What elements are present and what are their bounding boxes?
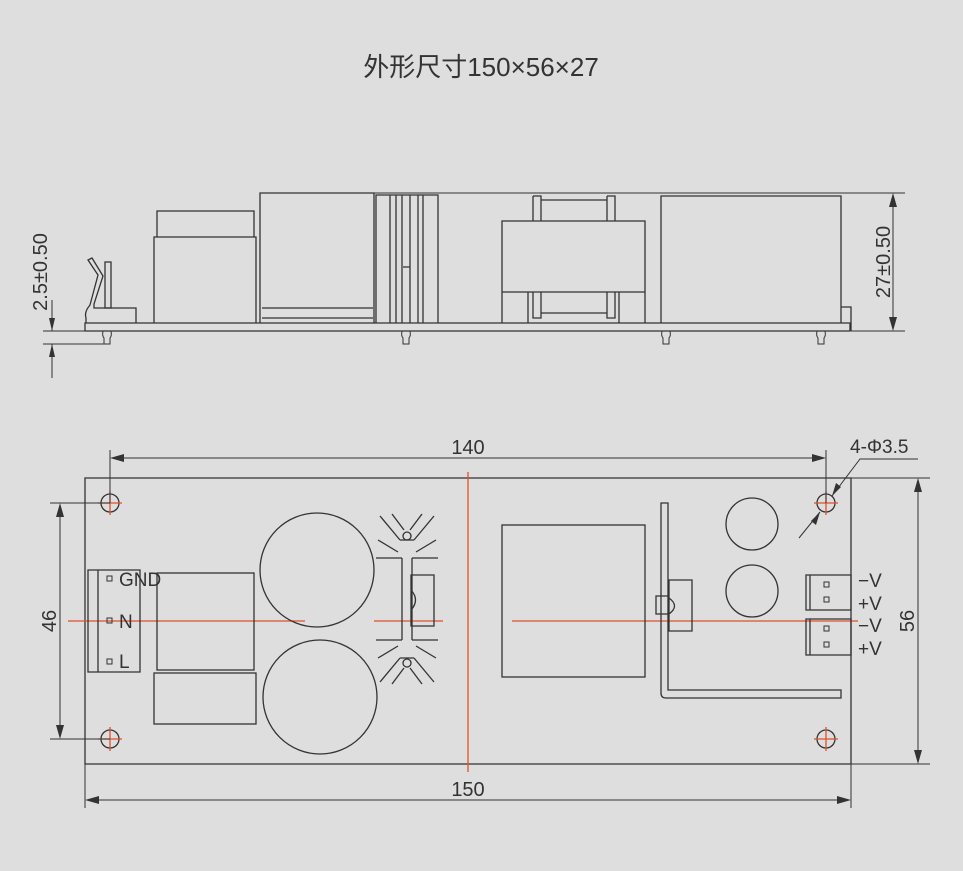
output-label: +V <box>858 639 882 660</box>
l-bracket-heatsink <box>660 502 842 699</box>
transformer <box>501 524 646 678</box>
side-view: 27±0.50 2.5±0.50 <box>30 192 905 378</box>
dim-140-label: 140 <box>451 437 484 459</box>
output-label: −V <box>858 571 882 592</box>
hole-spec-label: 4-Φ3.5 <box>850 437 908 458</box>
dim-46-label: 46 <box>39 610 61 632</box>
output-capacitor <box>725 564 779 618</box>
side-terminal <box>84 257 137 323</box>
pin-dimension: 2.5±0.50 <box>30 233 110 378</box>
heatsink <box>376 513 438 685</box>
centerlines <box>68 472 858 772</box>
output-capacitor <box>725 497 779 551</box>
input-capacitor <box>259 512 375 628</box>
drawing-title: 外形尺寸150×56×27 <box>363 52 599 82</box>
dim-150-label: 150 <box>451 779 484 801</box>
hole-callout: 4-Φ3.5 <box>798 437 918 539</box>
output-rectifier <box>655 579 693 632</box>
dim-56-label: 56 <box>897 610 919 632</box>
side-heatsink <box>375 194 439 323</box>
filter-component <box>153 672 257 725</box>
height-dim-label: 27±0.50 <box>873 226 895 298</box>
side-filter-choke <box>153 210 257 323</box>
height-dimension: 27±0.50 <box>260 192 905 332</box>
dimension-56: 56 <box>851 477 930 765</box>
top-view: GND N L −V +V −V <box>39 437 930 808</box>
side-pcb <box>84 322 851 332</box>
side-transformer <box>501 195 646 323</box>
terminal-label-gnd: GND <box>119 570 161 591</box>
dimension-46: 46 <box>39 502 110 740</box>
filter-choke <box>156 572 255 671</box>
output-terminal-block: −V +V −V +V <box>805 571 882 660</box>
input-terminal-block: GND N L <box>87 569 161 673</box>
dimension-140: 140 <box>109 437 827 503</box>
output-label: +V <box>858 594 882 615</box>
pin-dim-label: 2.5±0.50 <box>30 233 52 311</box>
dimension-150: 150 <box>84 764 852 808</box>
side-output-capacitor <box>660 195 852 331</box>
terminal-label-n: N <box>119 612 133 633</box>
side-capacitor <box>259 192 375 323</box>
input-capacitor <box>262 639 378 755</box>
terminal-label-l: L <box>119 652 130 673</box>
side-pins <box>102 330 826 345</box>
output-label: −V <box>858 616 882 637</box>
